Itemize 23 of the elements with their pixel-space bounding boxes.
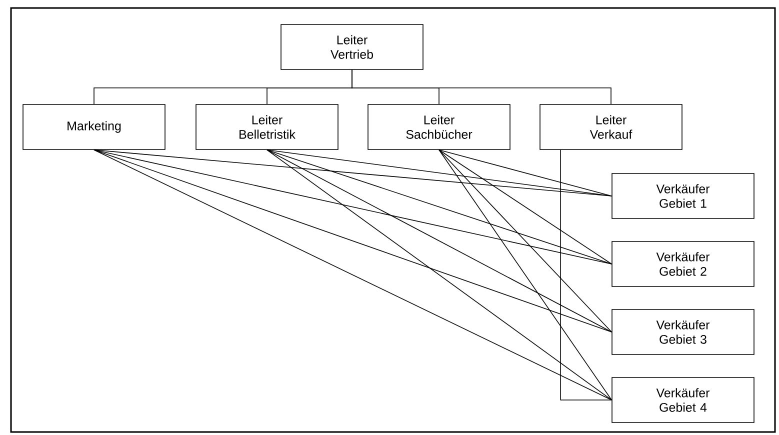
org-box: Leiter Sachbücher	[368, 104, 510, 150]
connector-line	[94, 149, 612, 332]
connector-line	[94, 149, 612, 196]
connector-line	[438, 149, 612, 196]
connector-line	[438, 149, 612, 264]
org-box: Leiter Vertrieb	[280, 24, 424, 70]
connector-line	[438, 149, 612, 332]
connector-line	[352, 70, 612, 104]
org-box: Verkäufer Gebiet 1	[612, 173, 754, 219]
connector-line	[266, 149, 612, 196]
org-box: Verkäufer Gebiet 2	[612, 241, 754, 287]
org-box: Verkäufer Gebiet 3	[612, 309, 754, 355]
org-box: Verkäufer Gebiet 4	[612, 377, 754, 423]
connector-line	[266, 149, 612, 400]
connector-line	[266, 149, 612, 264]
connector-line	[94, 149, 612, 400]
org-box: Leiter Verkauf	[540, 104, 682, 150]
connector-line	[266, 149, 612, 332]
connector-line	[94, 149, 612, 264]
connector-line	[560, 149, 612, 400]
connector-line	[438, 149, 612, 400]
org-box: Marketing	[22, 104, 166, 150]
org-box: Leiter Belletristik	[196, 104, 338, 150]
